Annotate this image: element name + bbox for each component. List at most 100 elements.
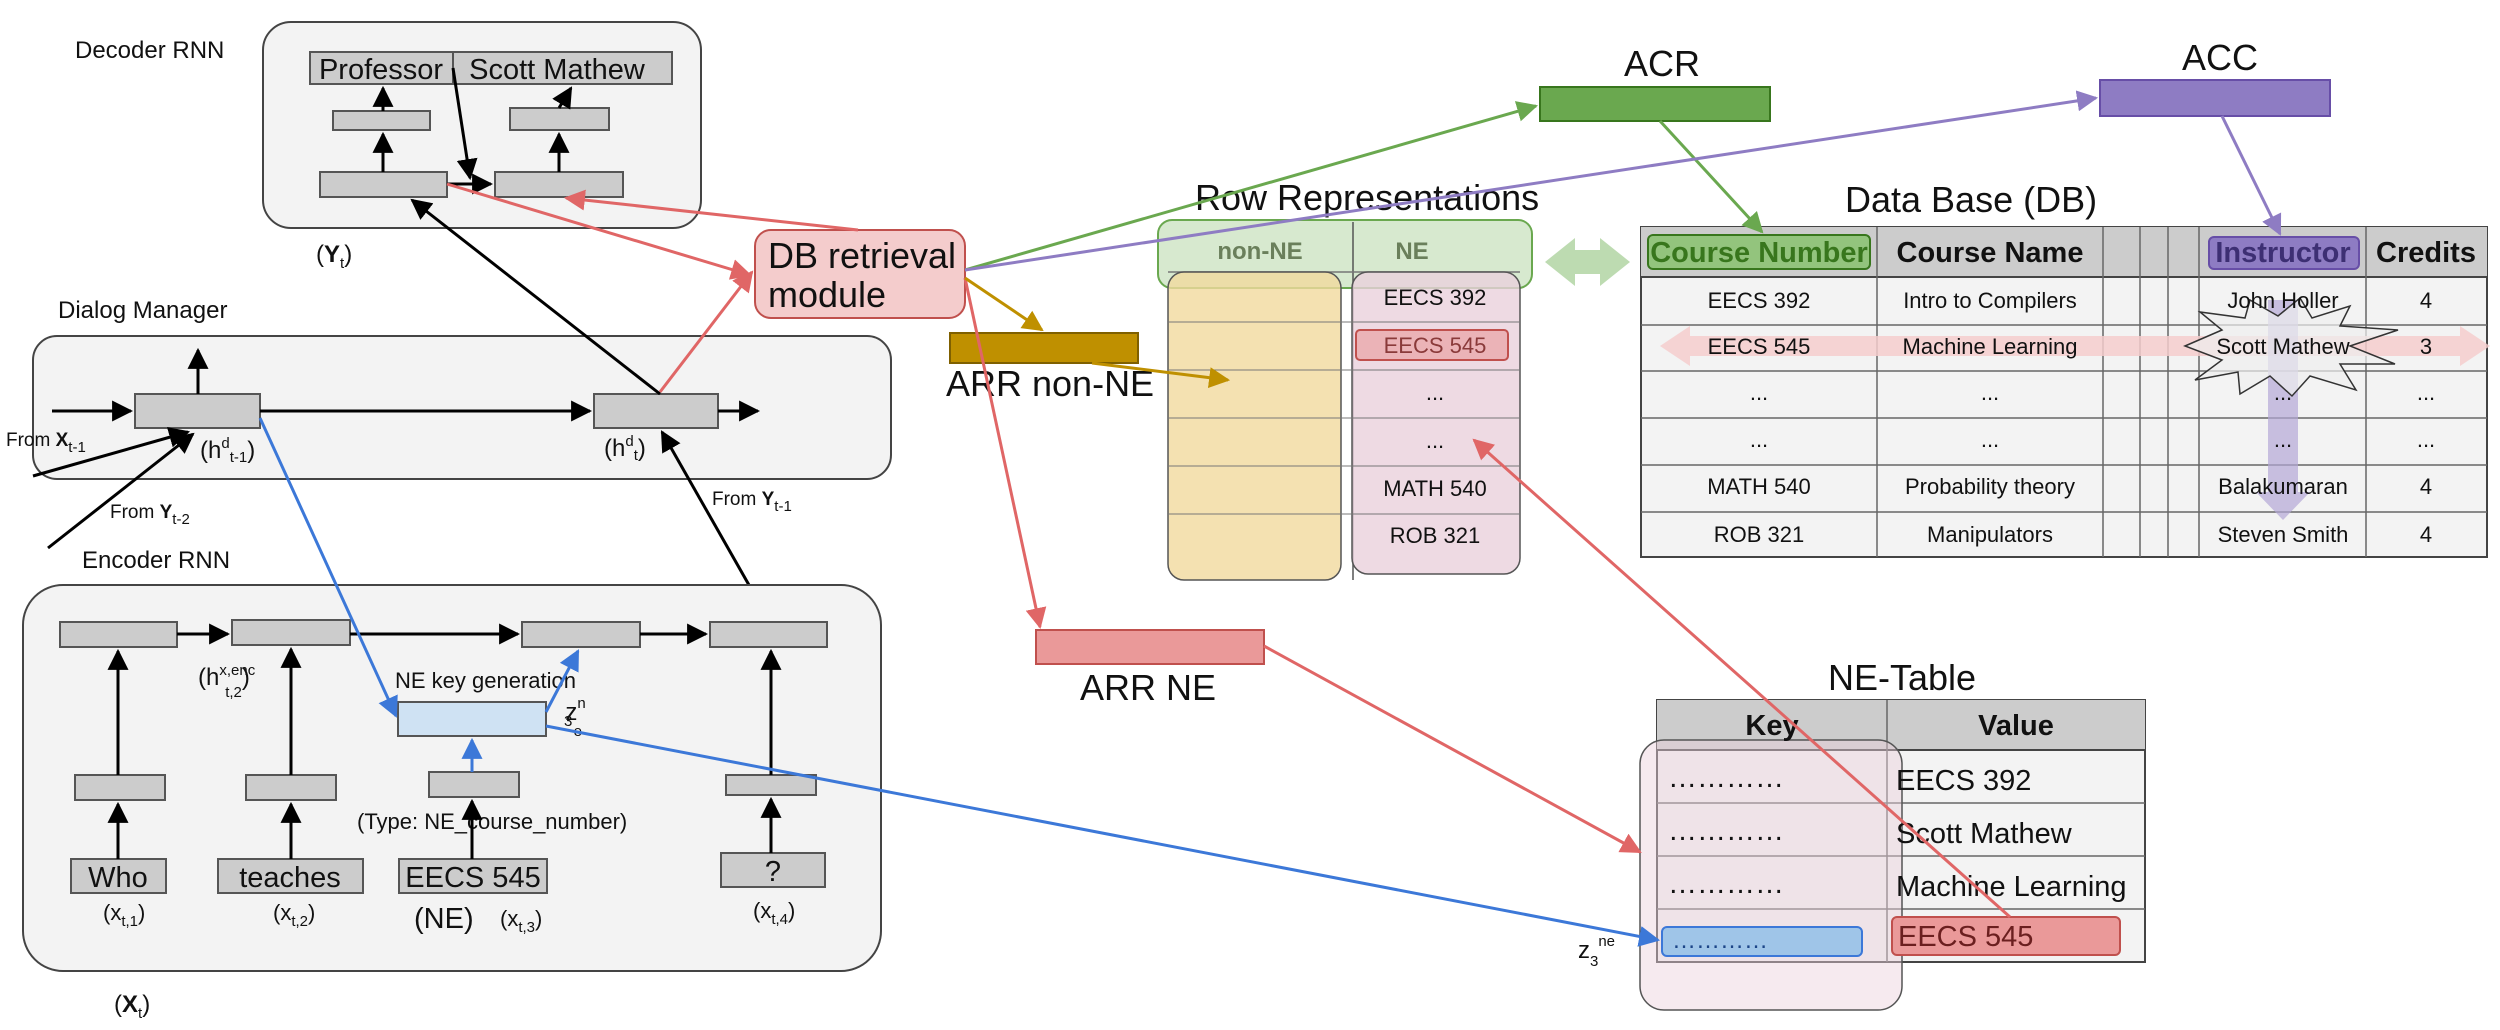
row-rep-ne-value-6: ROB 321 — [1390, 523, 1481, 548]
encoder-input-word-4: ? — [765, 856, 781, 888]
decoder-rnn-title: Decoder RNN — [75, 37, 224, 64]
ne-key-generation-cell — [397, 701, 547, 737]
db-retrieval-module — [754, 229, 966, 319]
encoder-input-word-1: Who — [88, 862, 148, 894]
db-retrieval-label-2: module — [768, 274, 886, 315]
dm-hidden-cell-cur — [593, 393, 719, 429]
ne-table-title: NE-Table — [1828, 657, 1976, 698]
decoder-mid-cell-1 — [332, 110, 431, 131]
encoder-hidden-cell-4 — [709, 621, 828, 648]
decoder-hidden-cell-2 — [494, 171, 624, 198]
dm-from-x-label: From Xt-1 — [6, 430, 86, 456]
svg-text:Professor: Professor — [319, 54, 443, 86]
db-cell: Machine Learning — [1903, 334, 2078, 359]
encoder-hidden-cell-3 — [521, 621, 641, 648]
ne-table-key: ………… — [1668, 815, 1784, 847]
db-cell: 4 — [2420, 288, 2432, 313]
dialog-manager-title: Dialog Manager — [58, 297, 227, 324]
db-cell: EECS 545 — [1708, 334, 1811, 359]
db-cell: ROB 321 — [1714, 522, 1805, 547]
db-cell: ... — [1981, 427, 1999, 452]
encoder-input-box-2 — [217, 858, 364, 894]
db-cell: ... — [2417, 427, 2435, 452]
row-rep-non-ne-column — [1167, 271, 1342, 581]
encoder-embed-cell-2 — [245, 774, 337, 801]
row-rep-header-ne: NE — [1395, 238, 1428, 265]
arr-non-ne-label: ARR non-NE — [946, 363, 1154, 404]
database-group: Data Base (DB) Course Number Course Name… — [1640, 179, 2490, 558]
encoder-input-box-1 — [70, 858, 167, 894]
row-representations-title: Row Representations — [1195, 177, 1539, 218]
encoder-input-box-3 — [398, 858, 548, 894]
dm-h-cur-label: (hdt) — [604, 433, 646, 464]
acc-label: ACC — [2182, 37, 2258, 78]
encoder-ne-tag: (NE) — [414, 903, 474, 935]
dm-from-y2-label: From Yt-2 — [110, 502, 190, 528]
ne-type-label: (Type: NE_course_number) — [357, 809, 627, 834]
db-header-course-number: Course Number — [1650, 237, 1868, 269]
db-cell: ... — [2417, 380, 2435, 405]
db-cell: 4 — [2420, 474, 2432, 499]
attention-boxes: ACR ACC ARR non-NE ARR NE — [946, 37, 2331, 708]
db-retrieval-label-1: DB retrieval — [768, 235, 956, 276]
arr-ne-label: ARR NE — [1080, 667, 1216, 708]
encoder-x-label: (Xt) — [114, 991, 150, 1022]
dm-hidden-cell-prev — [134, 393, 261, 429]
ne-table-key: ………… — [1668, 868, 1784, 900]
db-cell: 4 — [2420, 522, 2432, 547]
ne-table-key-highlight — [1661, 926, 1863, 957]
encoder-input-box-4 — [720, 852, 826, 888]
acr-box — [1539, 86, 1771, 122]
db-cell: Scott Mathew — [2216, 334, 2349, 359]
decoder-output-word-2: Scott Mathew — [469, 54, 646, 86]
ne-table-key: ………… — [1672, 927, 1768, 954]
db-cell: EECS 392 — [1708, 288, 1811, 313]
encoder-embed-cell-4 — [725, 774, 817, 796]
row-rep-header-band — [1157, 219, 1533, 289]
database-title: Data Base (DB) — [1845, 179, 2097, 220]
db-cell: Manipulators — [1927, 522, 2053, 547]
db-header-instructor-highlight — [2208, 236, 2360, 270]
dm-from-y1-label: From Yt-1 — [712, 489, 792, 515]
ne-table-value: Machine Learning — [1896, 871, 2127, 903]
encoder-rnn-title: Encoder RNN — [82, 547, 230, 574]
ne-table-header-value: Value — [1978, 710, 2054, 742]
ne-table-header-key: Key — [1745, 710, 1798, 742]
row-rep-header-non-ne: non-NE — [1217, 238, 1302, 265]
db-cell: ... — [1750, 380, 1768, 405]
ne-table-value: EECS 392 — [1896, 765, 2031, 797]
row-rep-ne-value-5: MATH 540 — [1383, 476, 1487, 501]
db-header-instructor: Instructor — [2215, 237, 2350, 269]
acr-label: ACR — [1624, 43, 1700, 84]
dm-h-prev-label: (hdt-1) — [200, 435, 255, 466]
db-cell: ... — [2274, 380, 2292, 405]
ne-table-value: Scott Mathew — [1896, 818, 2073, 850]
db-cell: John Holler — [2227, 288, 2338, 313]
row-rep-ne-value-1: EECS 392 — [1384, 285, 1487, 310]
db-header-course-number-highlight — [1647, 234, 1871, 270]
row-rep-ne-value-4: ... — [1426, 428, 1444, 453]
connection-arrows — [258, 90, 2282, 947]
row-rep-ne-value-3: ... — [1426, 380, 1444, 405]
encoder-input-word-3: EECS 545 — [405, 862, 540, 894]
db-cell: Steven Smith — [2218, 522, 2349, 547]
row-representations-group: Row Representations non-NE NE EECS 392 E… — [1157, 177, 1630, 581]
db-cell: Balakumaran — [2218, 474, 2348, 499]
ne-table-value: EECS 545 — [1898, 921, 2033, 953]
ne-table-key: ………… — [1668, 762, 1784, 794]
acc-box — [2099, 79, 2331, 117]
db-retrieval-group: DB retrieval module — [754, 229, 966, 319]
db-cell: 3 — [2420, 334, 2432, 359]
db-rows: EECS 392 Intro to Compilers John Holler … — [1707, 288, 2435, 547]
row-rep-ne-highlight — [1355, 329, 1509, 361]
db-cell: ... — [1750, 427, 1768, 452]
decoder-mid-cell-2 — [509, 107, 610, 131]
db-header-credits: Credits — [2376, 237, 2476, 269]
encoder-hidden-cell-1 — [59, 621, 178, 648]
decoder-rnn-group: Decoder RNN Professor Professor Scott Ma… — [75, 21, 702, 272]
database-table-frame — [1640, 226, 2488, 558]
db-cell: Probability theory — [1905, 474, 2075, 499]
db-cell: ... — [1981, 380, 1999, 405]
db-cell: ... — [2274, 427, 2292, 452]
